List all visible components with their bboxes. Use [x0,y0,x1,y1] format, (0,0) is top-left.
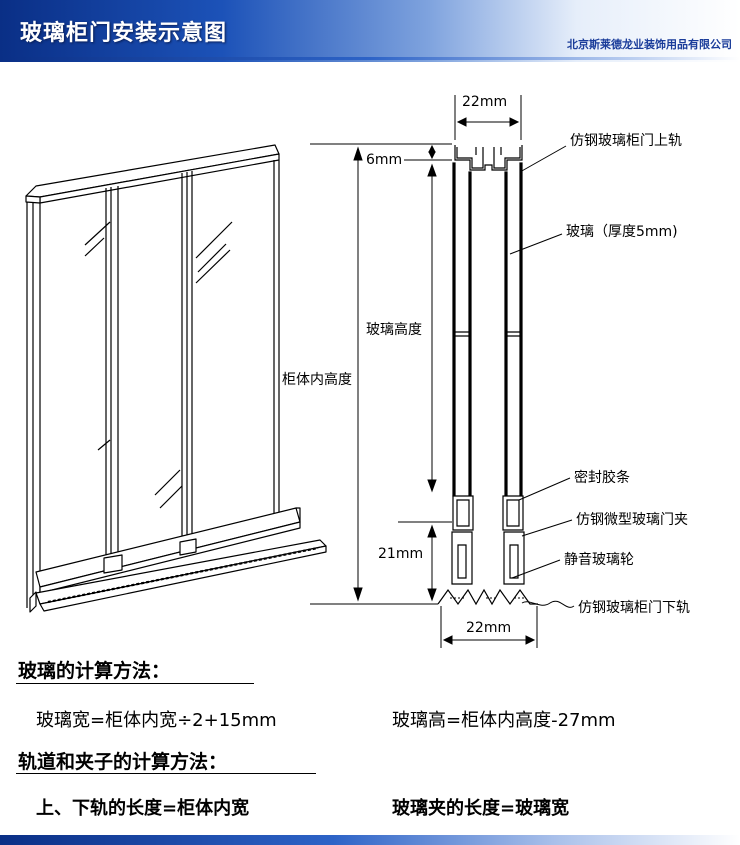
rail-length-formula: 上、下轨的长度=柜体内宽 [36,798,250,819]
upper-rail-label: 仿钢玻璃柜门上轨 [570,132,682,149]
seal-strip-label: 密封胶条 [574,469,630,486]
glass-formula-underline [16,683,254,684]
lower-rail-label: 仿钢玻璃柜门下轨 [578,599,690,616]
top-gap-label: 6mm [366,152,402,168]
wheel-label: 静音玻璃轮 [564,551,634,568]
cabinet-perspective-drawing [25,144,327,613]
rail-formula-title: 轨道和夹子的计算方法： [18,751,228,773]
rail-formula-underline [16,773,316,774]
footer-bar [0,835,740,845]
header-divider [0,57,740,60]
dimension-lines [310,95,538,648]
company-name: 北京斯莱德龙业装饰用品有限公司 [567,38,732,51]
glass-formula-title: 玻璃的计算方法： [18,660,171,682]
glass-clip-label: 仿钢微型玻璃门夹 [576,511,688,528]
glass-height-label: 玻璃高度 [366,321,422,338]
header-banner [0,0,740,62]
clip-length-formula: 玻璃夹的长度=玻璃宽 [392,798,570,819]
diagram-text: 22mm 6mm 玻璃高度 柜体内高度 21mm 22mm 仿钢玻璃柜门上轨 玻… [282,94,690,636]
glass-label: 玻璃（厚度5mm) [566,223,678,240]
glass-height-formula: 玻璃高=柜体内高度-27mm [392,710,616,731]
cross-section-drawing [437,145,538,606]
top-width-label: 22mm [462,94,507,110]
bottom-width-label: 22mm [466,620,511,636]
callout-leaders [509,145,575,608]
page-title: 玻璃柜门安装示意图 [20,21,228,46]
cabinet-inner-height-label: 柜体内高度 [282,371,352,388]
bottom-height-label: 21mm [378,546,423,562]
glass-width-formula: 玻璃宽=柜体内宽÷2+15mm [36,710,277,731]
